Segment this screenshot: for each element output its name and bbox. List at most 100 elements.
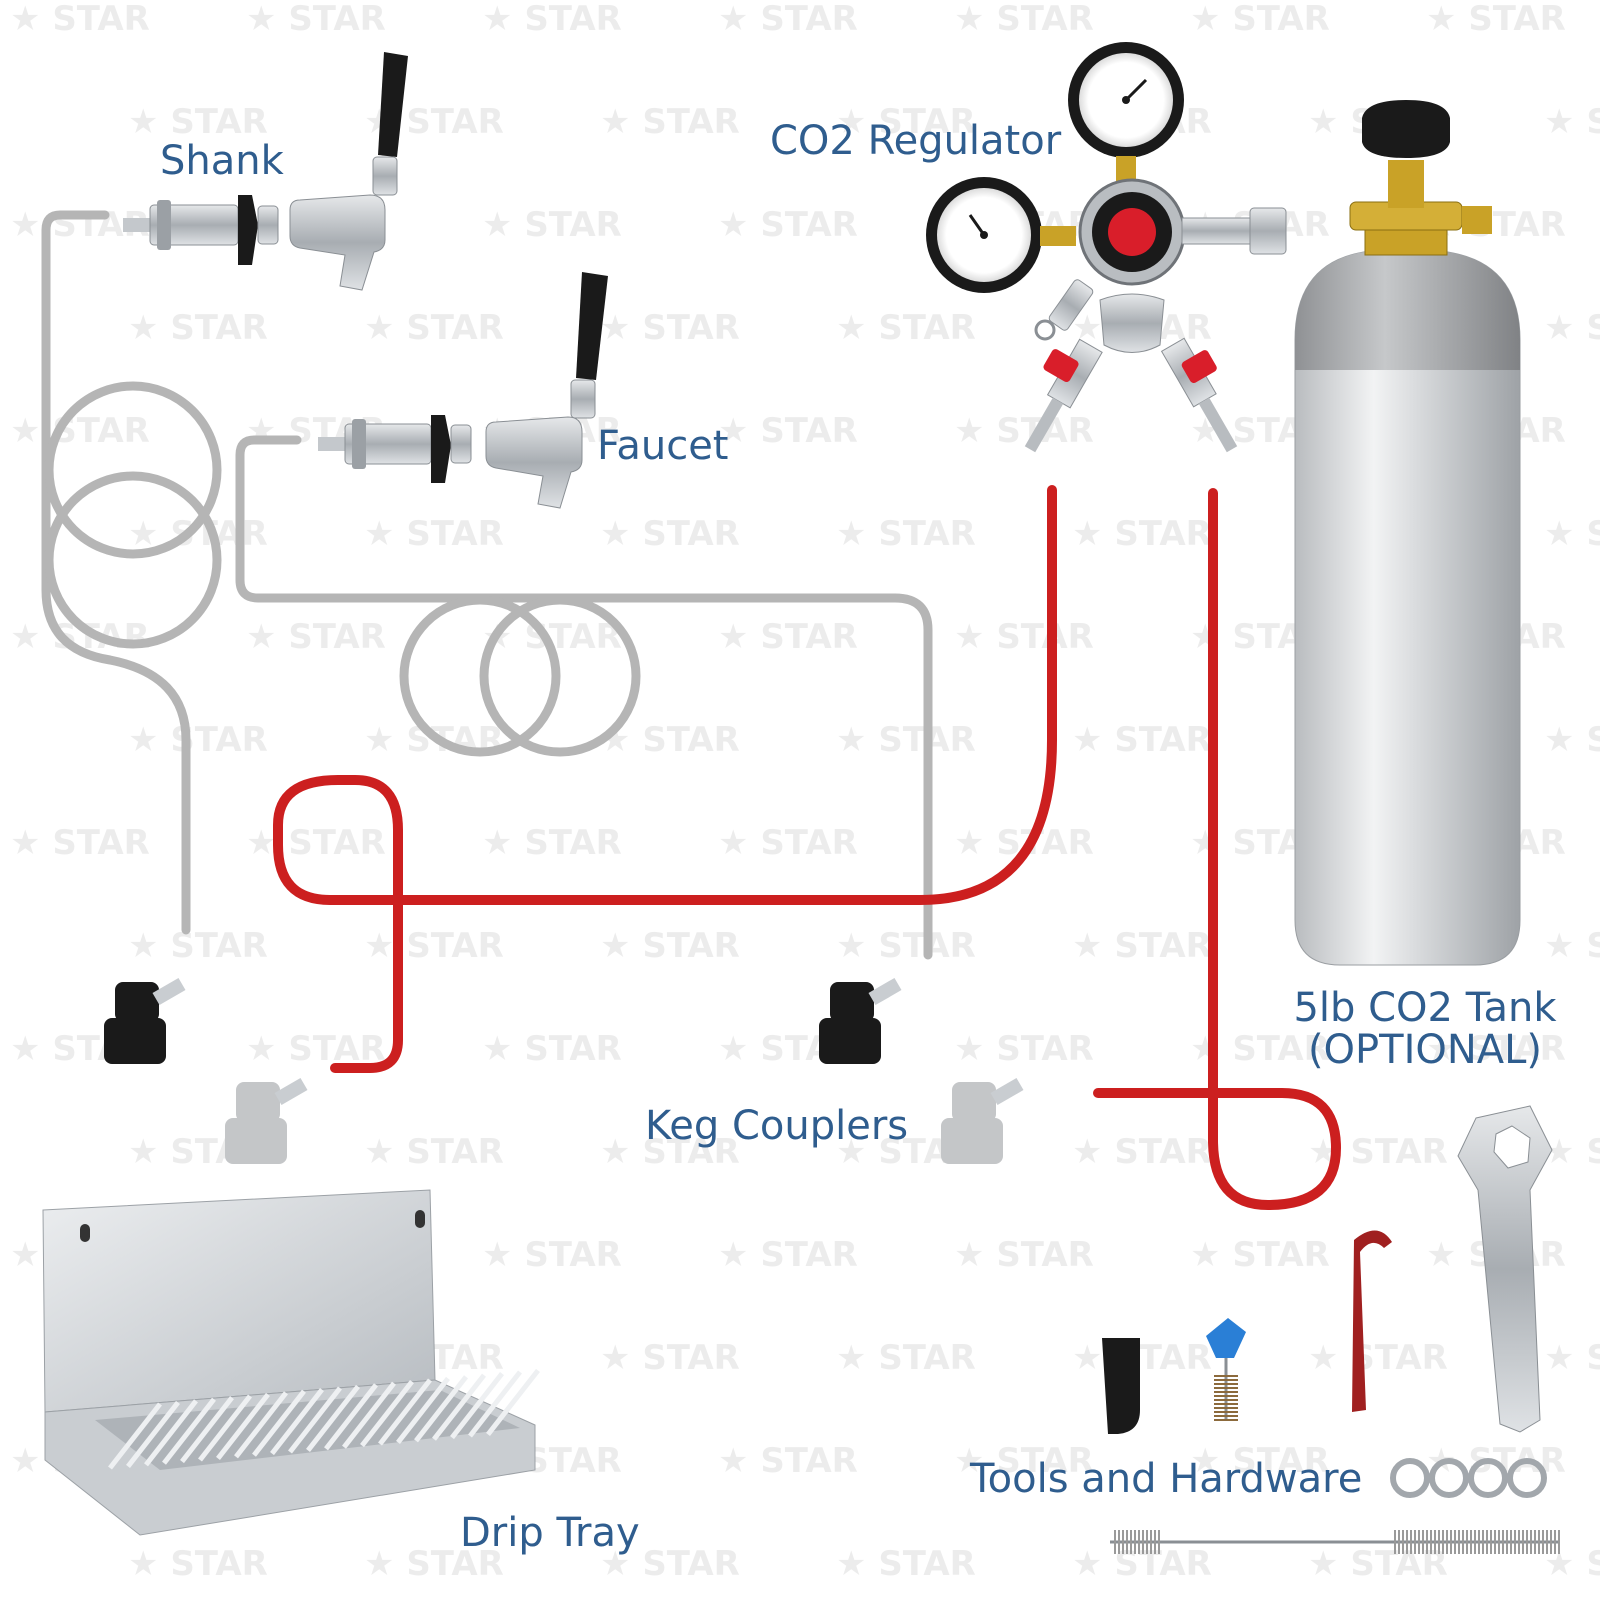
watermark-text: ★ STAR [718, 411, 858, 451]
drip-tray-slot [126, 1400, 180, 1468]
watermark-text: ★ STAR [364, 1132, 504, 1172]
drip-tray-slot [162, 1397, 216, 1465]
watermark-text: ★ STAR [836, 308, 976, 348]
faucet-label: Faucet [597, 423, 729, 469]
watermark-text: ★ STAR [718, 1235, 858, 1275]
co2-tank-label-line2: (OPTIONAL) [1307, 1027, 1543, 1073]
watermark-text: ★ STAR [1190, 1235, 1330, 1275]
keg-coupler-black-1 [104, 977, 186, 1064]
shank-label: Shank [160, 138, 284, 184]
beer-line-1 [41, 210, 222, 935]
watermark-text: ★ STAR [1308, 1338, 1448, 1378]
tools-and-hardware-label: Tools and Hardware [970, 1456, 1363, 1502]
watermark-text: ★ STAR [836, 720, 976, 760]
watermark-text: ★ STAR [1544, 926, 1600, 966]
watermark-text: ★ STAR [836, 1338, 976, 1378]
watermark-text: ★ STAR [10, 0, 150, 39]
watermark-text: ★ STAR [836, 926, 976, 966]
watermark-text: ★ STAR [1544, 720, 1600, 760]
drip-tray-slot [216, 1392, 270, 1460]
drip-tray [42, 1189, 540, 1536]
watermark-text: ★ STAR [954, 1235, 1094, 1275]
drip-tray-slot [270, 1388, 324, 1456]
watermark-text: ★ STAR [954, 0, 1094, 39]
keg-coupler-grey-2 [941, 1077, 1024, 1164]
co2-tank-label-line1: 5lb CO2 Tank [1293, 985, 1557, 1031]
drip-tray-slot [450, 1372, 504, 1440]
watermark-text: ★ STAR [1426, 0, 1566, 39]
drip-tray-slot [432, 1373, 486, 1441]
watermark-text: ★ STAR [1072, 720, 1212, 760]
watermark-text: ★ STAR [1544, 1132, 1600, 1172]
watermark-text: ★ STAR [954, 617, 1094, 657]
keg-coupler-black-2 [819, 977, 902, 1064]
watermark-text: ★ STAR [718, 205, 858, 245]
watermark-text: ★ STAR [246, 1029, 386, 1069]
watermark-text: ★ STAR [836, 514, 976, 554]
watermark-text: ★ STAR [246, 0, 386, 39]
hose-clamps [1390, 1458, 1547, 1498]
gas-line-2 [1093, 488, 1341, 1210]
drip-tray-label: Drip Tray [460, 1510, 640, 1556]
watermark-text: ★ STAR [1190, 0, 1330, 39]
watermark-text: ★ STAR [128, 926, 268, 966]
shank-1 [123, 195, 279, 265]
watermark-text: ★ STAR [600, 720, 740, 760]
watermark-text: ★ STAR [246, 823, 386, 863]
watermark-text: ★ STAR [718, 1441, 858, 1481]
keg-couplers-label: Keg Couplers [645, 1103, 909, 1149]
drip-tray-slot [486, 1368, 540, 1436]
watermark-text: ★ STAR [1072, 926, 1212, 966]
watermark-text: ★ STAR [364, 926, 504, 966]
watermark-text: ★ STAR [718, 617, 858, 657]
watermark-text: ★ STAR [482, 205, 622, 245]
coupler-wrench [1457, 1105, 1553, 1433]
watermark-text: ★ STAR [482, 0, 622, 39]
drip-tray-slot [252, 1389, 306, 1457]
faucet-1 [289, 52, 408, 291]
watermark-text: ★ STAR [600, 1544, 740, 1584]
watermark-text: ★ STAR [246, 617, 386, 657]
drip-tray-slot [234, 1391, 288, 1459]
line-cleaning-brush [1110, 1530, 1560, 1554]
watermark-text: ★ STAR [836, 1544, 976, 1584]
watermark-text: ★ STAR [954, 1441, 1094, 1481]
watermark-text: ★ STAR [364, 1544, 504, 1584]
drip-tray-slot [414, 1375, 468, 1443]
watermark-text: ★ STAR [1544, 1338, 1600, 1378]
watermark-text: ★ STAR [1072, 1544, 1212, 1584]
faucet-brush [1206, 1318, 1246, 1421]
co2-regulator-label: CO2 Regulator [770, 118, 1062, 164]
watermark-text: ★ STAR [1544, 1544, 1600, 1584]
watermark-text: ★ STAR [718, 0, 858, 39]
drip-tray-slot [306, 1384, 360, 1452]
watermark-text: ★ STAR [1544, 308, 1600, 348]
watermark-text: ★ STAR [954, 411, 1094, 451]
watermark-text: ★ STAR [600, 514, 740, 554]
watermark-text: ★ STAR [128, 102, 268, 142]
drip-tray-slot [378, 1378, 432, 1446]
watermark-text: ★ STAR [10, 411, 150, 451]
drip-tray-slot [144, 1399, 198, 1467]
watermark-text: ★ STAR [600, 1132, 740, 1172]
watermark-text: ★ STAR [1544, 514, 1600, 554]
watermark-text: ★ STAR [10, 823, 150, 863]
co2-tank-label: 5lb CO2 Tank (OPTIONAL) [1290, 987, 1560, 1071]
drip-tray-slot [396, 1376, 450, 1444]
drip-tray-slot [324, 1383, 378, 1451]
watermark-text: ★ STAR [836, 102, 976, 142]
watermark-text: ★ STAR [482, 823, 622, 863]
watermark-text: ★ STAR [128, 1544, 268, 1584]
drip-tray-slot [180, 1396, 234, 1464]
watermark-text: ★ STAR [1072, 514, 1212, 554]
watermark-text: ★ STAR [364, 514, 504, 554]
beer-line-2 [235, 435, 933, 960]
drip-tray-slot [198, 1394, 252, 1462]
watermark-text: ★ STAR [718, 823, 858, 863]
watermark-text: ★ STAR [1072, 1132, 1212, 1172]
watermark-text: ★ STAR [364, 308, 504, 348]
drip-tray-slot [108, 1402, 162, 1470]
watermark-text: ★ STAR [128, 720, 268, 760]
watermark-text: ★ STAR [128, 308, 268, 348]
